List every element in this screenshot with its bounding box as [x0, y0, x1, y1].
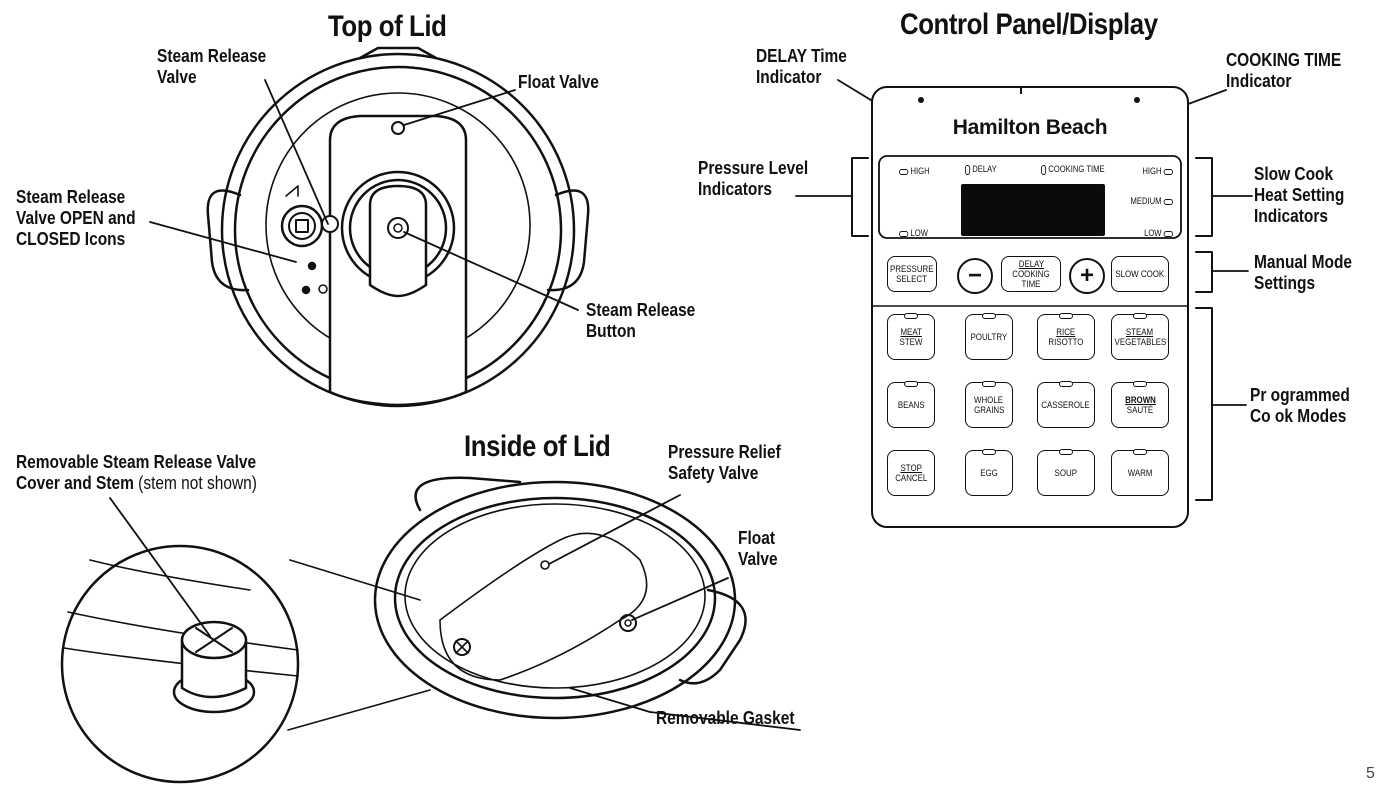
label-removable-gasket: Removable Gasket [656, 708, 795, 728]
panel-screw-left-icon [917, 96, 924, 103]
plus-button[interactable]: + [1069, 258, 1105, 294]
title-control-panel: Control Panel/Display [900, 8, 1158, 41]
page-number: 5 [1366, 765, 1375, 782]
delay-cooking-time-button[interactable]: DELAY COOKING TIME [1001, 256, 1061, 292]
led-icon [904, 381, 918, 387]
led-icon [1059, 449, 1073, 455]
label-cooking-indicator: COOKING TIME Indicator [1226, 50, 1342, 91]
led-icon [1133, 381, 1147, 387]
label-removable-cover: Removable Steam Release Valve Cover and … [16, 452, 257, 493]
magnified-stem-drawing [60, 544, 431, 784]
mode-button-poultry[interactable]: POULTRY [965, 313, 1013, 360]
led-icon [1163, 168, 1173, 175]
mode-button-egg[interactable]: EGG [965, 449, 1013, 496]
indicator-high-right: HIGH [1142, 166, 1173, 176]
title-top-of-lid: Top of Lid [328, 10, 447, 43]
title-inside-of-lid: Inside of Lid [464, 430, 611, 463]
mode-button-warm[interactable]: WARM [1111, 449, 1169, 496]
led-icon [1059, 313, 1073, 319]
label-float-valve: Float Valve [518, 72, 599, 92]
mode-button-soup[interactable]: SOUP [1037, 449, 1095, 496]
led-icon [982, 313, 996, 319]
led-icon [1163, 198, 1173, 205]
label-steam-release-button: Steam Release Button [586, 300, 696, 341]
slow-cook-button[interactable]: SLOW COOK [1111, 256, 1169, 292]
led-icon [1133, 313, 1147, 319]
label-manual-mode: Manual Mode Settings [1254, 252, 1353, 293]
led-icon [1133, 449, 1147, 455]
label-slow-cook-heat: Slow Cook Heat Setting Indicators [1254, 164, 1345, 226]
label-programmed-modes: Pr ogrammed Co ok Modes [1250, 385, 1350, 426]
mode-button-casserole[interactable]: CASSEROLE [1037, 381, 1095, 428]
label-pressure-relief: Pressure Relief Safety Valve [668, 442, 781, 483]
label-stem-note: (stem not shown) [138, 473, 257, 493]
indicator-low-left: LOW [899, 228, 928, 238]
mode-button-beans[interactable]: BEANS [887, 381, 935, 428]
label-pressure-level: Pressure Level Indicators [698, 158, 809, 199]
panel-screw-right-icon [1133, 96, 1140, 103]
led-icon [904, 313, 918, 319]
led-icon [982, 449, 996, 455]
label-steam-release-valve: Steam Release Valve [157, 46, 267, 87]
indicator-delay: DELAY [965, 164, 997, 175]
lcd-display [961, 184, 1105, 236]
indicator-high-left: HIGH [899, 166, 930, 176]
brand-logo: Hamilton Beach [952, 116, 1108, 139]
inside-lid-drawing [373, 476, 747, 720]
label-inside-float-valve: Float Valve [738, 528, 778, 569]
led-icon [899, 168, 909, 175]
led-icon [1163, 230, 1173, 237]
led-icon [1059, 381, 1073, 387]
led-icon [982, 381, 996, 387]
indicator-low-right: LOW [1144, 228, 1173, 238]
minus-button[interactable]: − [957, 258, 993, 294]
led-icon [965, 164, 971, 175]
control-panel: Hamilton Beach HIGH LOW DELAY COOKING TI… [870, 86, 1189, 528]
top-lid-drawing [206, 46, 590, 408]
led-icon [1041, 164, 1047, 175]
led-icon [899, 230, 909, 237]
brackets [851, 157, 1213, 501]
label-delay-indicator: DELAY Time Indicator [756, 46, 847, 87]
indicator-cooking-time: COOKING TIME [1041, 164, 1105, 175]
indicator-medium-right: MEDIUM [1130, 196, 1173, 206]
panel-artwork [870, 87, 1189, 307]
pressure-select-button[interactable]: PRESSURE SELECT [887, 256, 937, 292]
leader-lines [109, 79, 1253, 731]
label-open-closed-icons: Steam Release Valve OPEN and CLOSED Icon… [16, 187, 136, 249]
